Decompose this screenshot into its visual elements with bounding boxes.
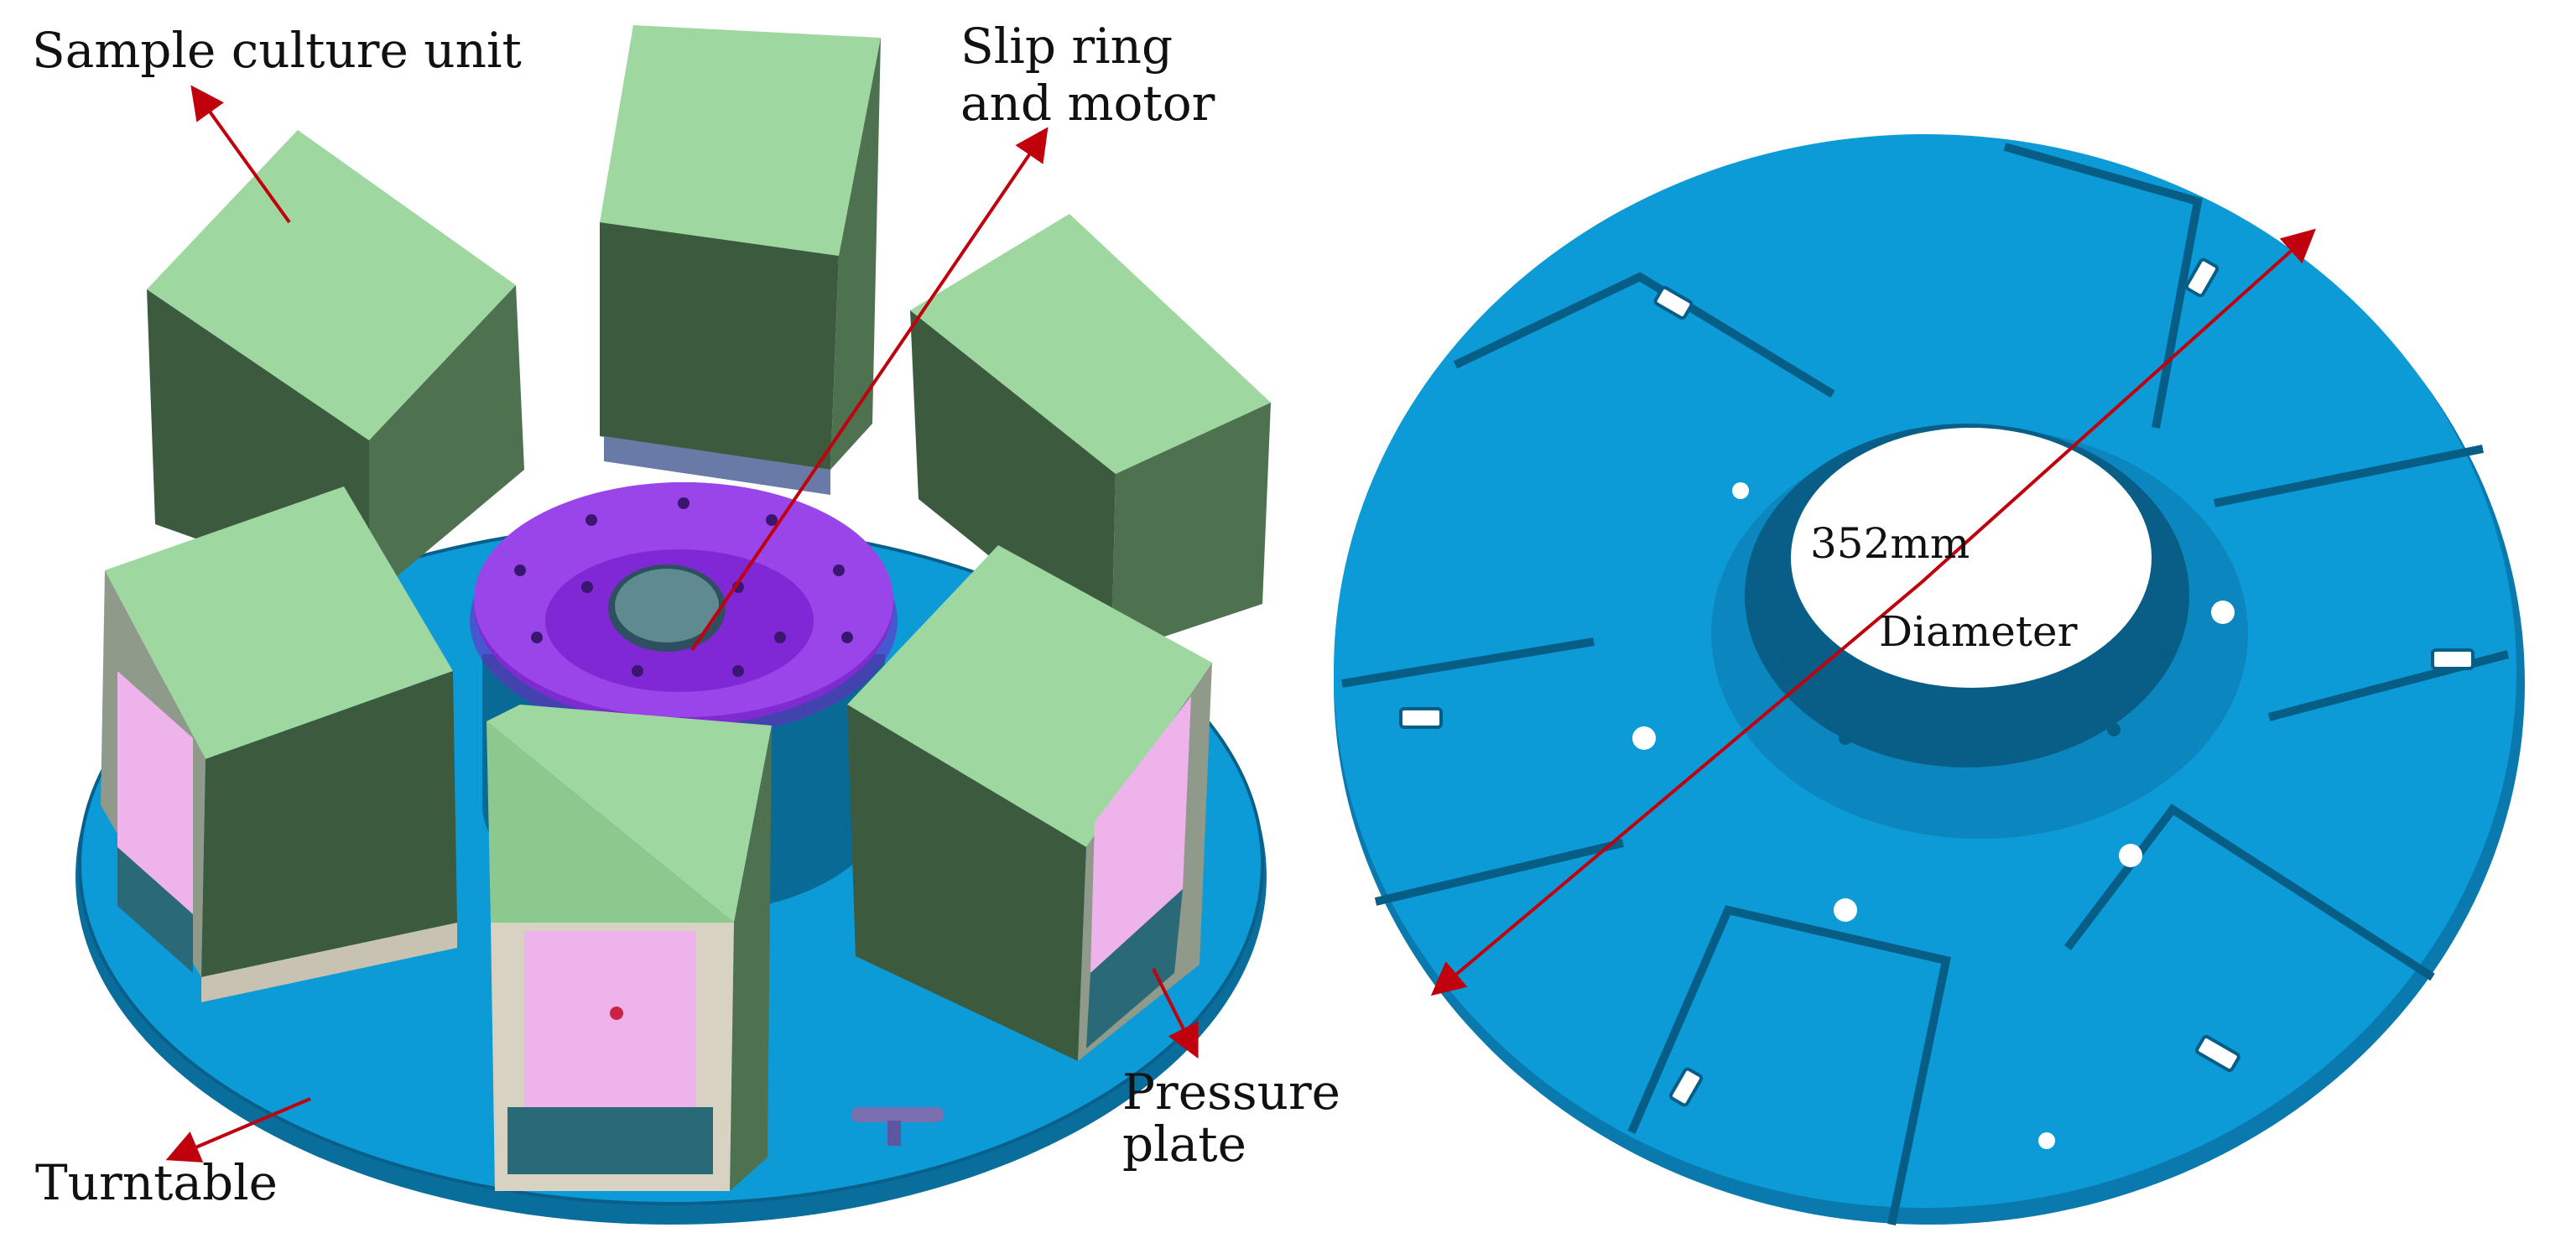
label-slip-ring-line2: and motor <box>960 75 1215 132</box>
arrow-diameter-end-bottom <box>1430 581 1923 996</box>
arrow-turntable <box>165 1097 311 1163</box>
mounting-slots <box>1341 143 2510 1226</box>
culture-unit-front-left <box>101 486 457 1002</box>
label-dimension-name: Diameter <box>1879 607 2078 656</box>
culture-unit-front-right <box>847 545 1212 1061</box>
culture-unit-back-center <box>600 25 881 495</box>
assembly-view <box>75 25 1271 1225</box>
label-turntable: Turntable <box>35 1154 278 1211</box>
culture-unit-front-center <box>487 705 772 1191</box>
arrow-pressure-plate <box>1152 968 1199 1059</box>
turntable-handle <box>851 1107 944 1146</box>
culture-unit-back-right <box>910 214 1271 654</box>
center-opening <box>1632 424 2248 1149</box>
annotation-arrows <box>165 85 2316 1163</box>
label-pressure-line2: plate <box>1122 1116 1246 1173</box>
label-slip-ring-line1: Slip ring <box>960 18 1173 75</box>
arrow-diameter-end-top <box>1919 228 2316 585</box>
label-dimension-value: 352mm <box>1810 519 1970 568</box>
disc-view <box>1334 134 2525 1226</box>
arrow-sample-culture-unit <box>190 85 291 224</box>
arrow-slip-ring <box>690 127 1049 652</box>
culture-unit-back-left <box>147 130 524 600</box>
mounting-windows <box>1399 257 2475 1107</box>
label-sample-culture-unit: Sample culture unit <box>32 22 522 79</box>
label-pressure-line1: Pressure <box>1122 1064 1340 1121</box>
